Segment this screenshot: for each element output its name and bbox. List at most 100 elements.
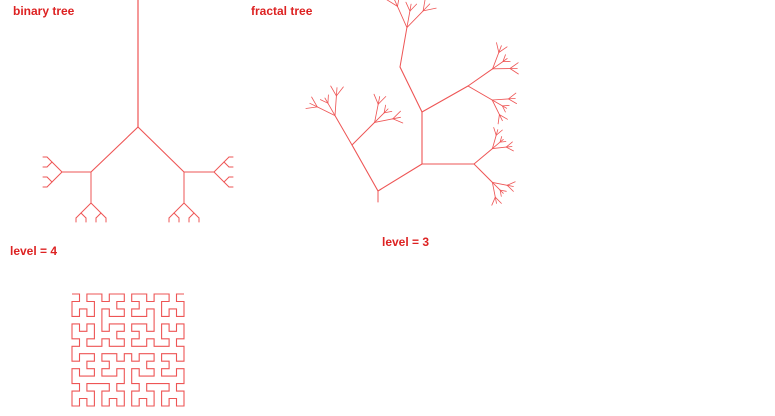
branch-segment	[501, 105, 510, 107]
branch-segment	[505, 146, 513, 148]
branch-segment	[495, 129, 499, 136]
branch-segment	[188, 212, 195, 219]
branch-segment	[499, 141, 507, 143]
branch-segment	[334, 95, 337, 117]
branch-segment	[473, 148, 493, 165]
branch-segment	[168, 212, 175, 219]
branch-segment	[491, 99, 503, 107]
branch-segment	[80, 202, 92, 214]
branch-segment	[223, 156, 230, 163]
branch-segment	[183, 202, 195, 214]
branch-segment	[386, 0, 398, 7]
branch-segment	[467, 68, 494, 87]
binary-tree-drawing	[42, 0, 234, 223]
branch-segment	[335, 86, 344, 97]
branch-segment	[499, 189, 504, 194]
branch-segment	[335, 87, 338, 97]
branch-segment	[422, 0, 426, 12]
branch-segment	[505, 141, 513, 148]
branch-segment	[374, 112, 385, 123]
branch-segment	[506, 184, 514, 192]
branch-segment	[499, 138, 504, 143]
branch-segment	[399, 27, 408, 68]
branch-segment	[377, 163, 423, 192]
branch-segment	[509, 68, 519, 75]
branch-segment	[506, 181, 516, 186]
branch-segment	[173, 202, 185, 214]
branch-segment	[494, 196, 502, 204]
hilbert-curve-drawing	[71, 293, 185, 407]
branch-segment	[223, 176, 230, 183]
branch-segment	[397, 5, 408, 29]
branch-segment	[51, 161, 63, 173]
branch-segment	[493, 127, 497, 136]
branch-segment	[467, 85, 493, 101]
branch-segment	[501, 105, 506, 113]
branch-segment	[507, 98, 517, 104]
branch-segment	[309, 102, 318, 108]
branch-segment	[495, 129, 503, 136]
branch-segment	[46, 161, 53, 168]
branch-segment	[373, 93, 379, 105]
branch-segment	[392, 118, 404, 124]
branch-segment	[491, 181, 496, 198]
branch-segment	[491, 146, 507, 150]
branch-segment	[491, 134, 497, 150]
branch-segment	[75, 212, 82, 219]
branch-segment	[351, 144, 379, 192]
branch-segment	[505, 146, 514, 152]
branch-segment	[377, 96, 387, 105]
branch-segment	[405, 1, 411, 12]
branch-segment	[498, 114, 508, 120]
branch-segment	[392, 110, 401, 120]
branch-segment	[399, 66, 423, 113]
branch-segment	[319, 99, 329, 104]
branch-segment	[492, 52, 500, 70]
branch-segment	[334, 115, 353, 146]
fractal-tree-level-label: level = 3	[382, 235, 430, 249]
branch-segment	[374, 103, 379, 123]
branch-segment	[491, 99, 500, 116]
branch-segment	[100, 212, 107, 219]
branch-segment	[51, 171, 63, 183]
branch-segment	[330, 85, 337, 97]
branch-segment	[497, 114, 500, 125]
branch-segment	[327, 102, 336, 117]
branch-segment	[499, 189, 502, 197]
branch-segment	[90, 126, 139, 173]
branch-segment	[213, 171, 225, 183]
branch-segment	[499, 136, 503, 143]
branch-segment	[90, 202, 102, 214]
branch-segment	[409, 3, 412, 12]
branch-segment	[421, 85, 469, 113]
branch-segment	[383, 104, 387, 114]
branch-segment	[193, 212, 200, 219]
branch-segment	[213, 161, 225, 173]
fractal-tree-drawing	[305, 0, 519, 206]
branch-segment	[392, 116, 401, 120]
branch-segment	[409, 3, 418, 12]
branch-segment	[501, 105, 508, 109]
branch-segment	[496, 42, 500, 53]
branch-segment	[491, 181, 508, 186]
branch-segment	[46, 156, 53, 163]
branch-segment	[498, 114, 503, 122]
branch-segment	[351, 121, 376, 146]
branch-segment	[383, 108, 389, 114]
branch-segment	[394, 0, 398, 7]
branch-segment	[492, 61, 504, 70]
branch-segment	[498, 46, 508, 53]
branch-segment	[324, 97, 329, 104]
binary-tree-title: binary tree	[13, 4, 75, 18]
branch-segment	[383, 111, 393, 114]
branch-segment	[316, 106, 336, 117]
branch-segment	[374, 118, 394, 123]
branch-segment	[422, 7, 437, 12]
fractal-tree-title: fractal tree	[251, 4, 313, 18]
branch-segment	[305, 106, 318, 109]
branch-segment	[502, 58, 508, 62]
branch-segment	[494, 196, 497, 204]
branch-segment	[506, 184, 514, 187]
branch-segment	[498, 45, 502, 53]
